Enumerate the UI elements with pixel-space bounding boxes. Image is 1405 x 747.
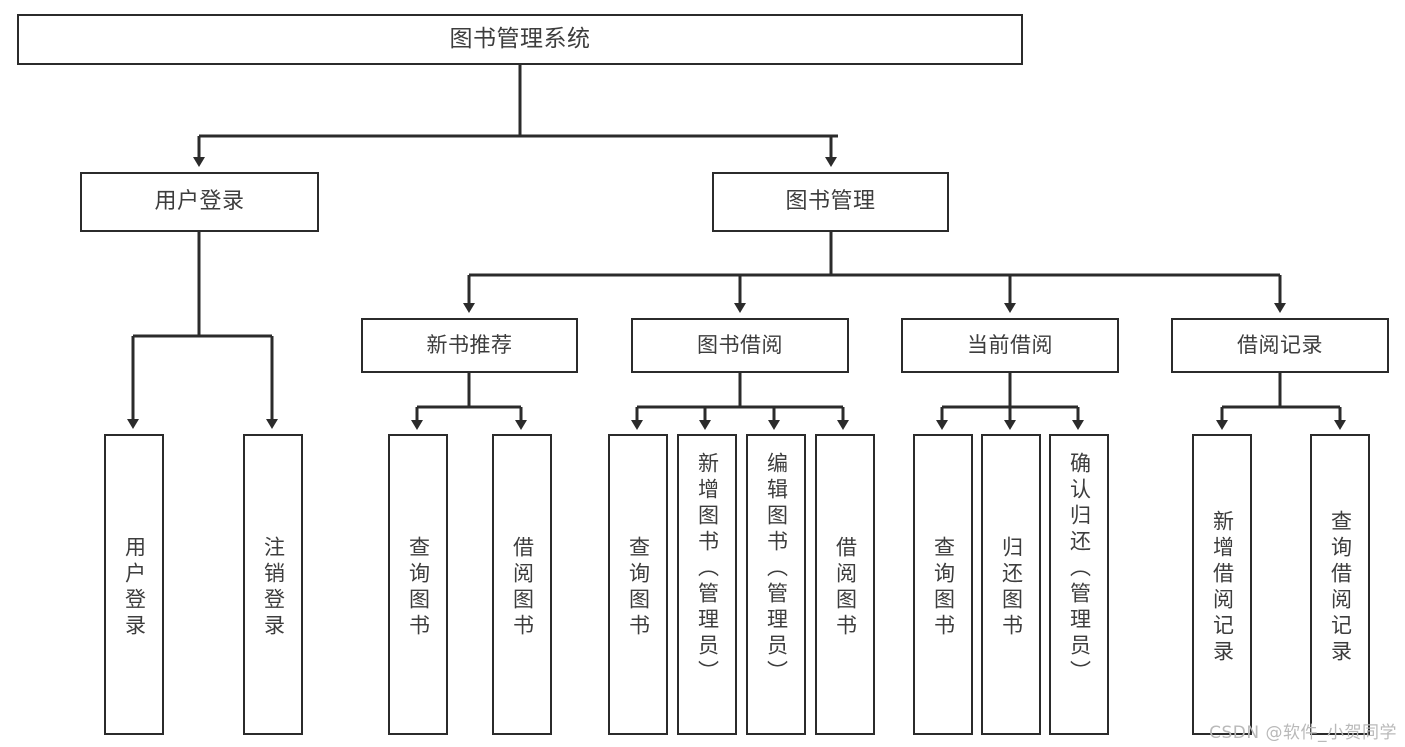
- node-label: 图书管理: [785, 189, 876, 215]
- node-book-borrow[interactable]: 图书借阅: [631, 318, 849, 373]
- node-new-book-recommend[interactable]: 新书推荐: [361, 318, 578, 373]
- csdn-watermark: CSDN @软件_小贺同学: [1209, 723, 1397, 743]
- node-borrow-record[interactable]: 借阅记录: [1171, 318, 1389, 373]
- node-label: 编辑图书（管理员）: [764, 452, 789, 686]
- leaf-inner: 查询图书: [610, 442, 666, 733]
- leaf-add-borrow-record[interactable]: 新增借阅记录: [1192, 434, 1252, 735]
- leaf-confirm-return-admin[interactable]: 确认归还（管理员）: [1049, 434, 1109, 735]
- leaf-logout[interactable]: 注销登录: [243, 434, 303, 735]
- node-label: 新书推荐: [426, 333, 513, 358]
- node-book-management[interactable]: 图书管理: [712, 172, 949, 232]
- node-label: 图书借阅: [697, 333, 783, 358]
- leaf-query-borrow-record[interactable]: 查询借阅记录: [1310, 434, 1370, 735]
- node-label: 新增借阅记录: [1210, 509, 1235, 666]
- node-label: 当前借阅: [967, 333, 1053, 358]
- node-label: 查询借阅记录: [1328, 509, 1353, 666]
- node-label: 确认归还（管理员）: [1067, 452, 1092, 686]
- leaf-inner: 编辑图书（管理员）: [748, 442, 804, 743]
- leaf-query-book-current[interactable]: 查询图书: [913, 434, 973, 735]
- leaf-query-book-borrow[interactable]: 查询图书: [608, 434, 668, 735]
- leaf-return-book[interactable]: 归还图书: [981, 434, 1041, 735]
- node-label: 查询图书: [406, 535, 431, 640]
- leaf-add-book-admin[interactable]: 新增图书（管理员）: [677, 434, 737, 735]
- node-label: 借阅图书: [833, 535, 858, 640]
- node-label: 用户登录: [154, 189, 245, 215]
- node-user-login[interactable]: 用户登录: [80, 172, 319, 232]
- leaf-borrow-book-recommend[interactable]: 借阅图书: [492, 434, 552, 735]
- node-label: 图书管理系统: [449, 26, 591, 53]
- leaf-borrow-book[interactable]: 借阅图书: [815, 434, 875, 735]
- node-root-system[interactable]: 图书管理系统: [17, 14, 1023, 65]
- leaf-inner: 查询图书: [915, 442, 971, 733]
- leaf-user-login[interactable]: 用户登录: [104, 434, 164, 735]
- node-label: 注销登录: [261, 535, 286, 640]
- leaf-inner: 确认归还（管理员）: [1051, 442, 1107, 743]
- node-label: 查询图书: [931, 535, 956, 640]
- node-label: 查询图书: [626, 535, 651, 640]
- node-label: 借阅图书: [510, 535, 535, 640]
- leaf-inner: 查询图书: [390, 442, 446, 733]
- leaf-inner: 归还图书: [983, 442, 1039, 733]
- node-label: 借阅记录: [1237, 333, 1323, 358]
- node-current-borrow[interactable]: 当前借阅: [901, 318, 1119, 373]
- node-label: 归还图书: [999, 535, 1024, 640]
- leaf-inner: 借阅图书: [817, 442, 873, 733]
- leaf-inner: 查询借阅记录: [1312, 442, 1368, 733]
- leaf-inner: 注销登录: [245, 442, 301, 733]
- leaf-inner: 新增图书（管理员）: [679, 442, 735, 743]
- leaf-inner: 借阅图书: [494, 442, 550, 733]
- leaf-edit-book-admin[interactable]: 编辑图书（管理员）: [746, 434, 806, 735]
- leaf-query-book-recommend[interactable]: 查询图书: [388, 434, 448, 735]
- node-label: 新增图书（管理员）: [695, 452, 720, 686]
- leaf-inner: 用户登录: [106, 442, 162, 733]
- leaf-inner: 新增借阅记录: [1194, 442, 1250, 733]
- node-label: 用户登录: [122, 535, 147, 640]
